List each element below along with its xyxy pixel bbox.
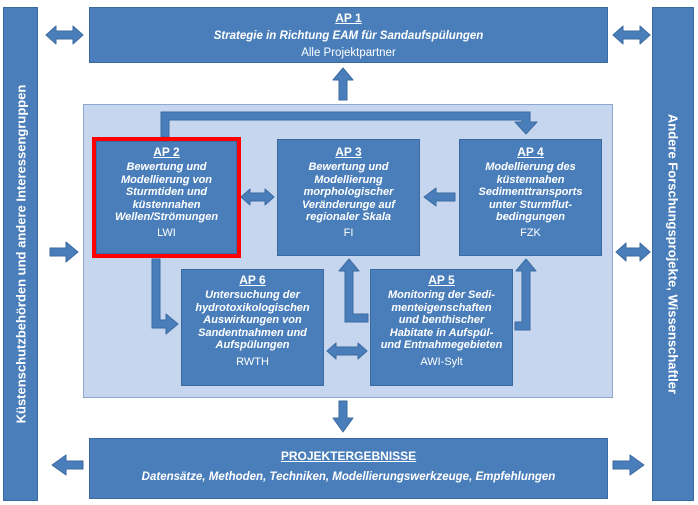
ap6-box[interactable]: AP 6 Untersuchung der hydrotoxikologisch…	[181, 269, 324, 386]
ap6-partner: RWTH	[236, 355, 269, 368]
stakeholders-bar: Küstenschutzbehörden und andere Interess…	[3, 7, 38, 501]
other-research-bar: Andere Forschungsprojekte, Wissenschaftl…	[652, 7, 694, 501]
arrow-ap2-ap3	[240, 188, 275, 206]
arrow-ap5-to-ap3	[338, 258, 369, 323]
ap5-description: Monitoring der Sedi- menteigenschaften u…	[380, 289, 503, 351]
ap1-partner: Alle Projektpartner	[301, 47, 396, 59]
results-description: Datensätze, Methoden, Techniken, Modelli…	[141, 471, 556, 483]
arrow-ap4-to-ap3	[423, 187, 456, 207]
ap4-description: Modellierung des küstennahen Sedimenttra…	[478, 161, 583, 223]
ap5-partner: AWI-Sylt	[420, 355, 463, 368]
arrow-ap2-to-ap4	[160, 111, 538, 138]
ap2-title: AP 2	[153, 145, 180, 159]
results-box[interactable]: PROJEKTERGEBNISSE Datensätze, Methoden, …	[89, 438, 608, 499]
ap2-partner: LWI	[157, 226, 176, 239]
ap5-box[interactable]: AP 5 Monitoring der Sedi- menteigenschaf…	[370, 269, 513, 386]
right-double-arrow-top	[612, 25, 651, 45]
arrow-down-to-results	[332, 400, 354, 433]
arrow-ap6-ap5	[326, 342, 368, 360]
arrow-results-to-left	[51, 454, 84, 476]
arrow-results-to-right	[612, 454, 645, 476]
ap6-title: AP 6	[239, 273, 266, 287]
arrow-ap2-to-ap6	[151, 258, 179, 335]
results-title: PROJEKTERGEBNISSE	[280, 449, 417, 463]
ap3-box[interactable]: AP 3 Bewertung und Modellierung morpholo…	[277, 139, 420, 256]
ap4-box[interactable]: AP 4 Modellierung des küstennahen Sedime…	[459, 139, 602, 256]
ap1-description: Strategie in Richtung EAM für Sandaufspü…	[213, 30, 484, 42]
right-double-arrow-middle	[615, 242, 651, 262]
arrow-up-to-ap1	[332, 67, 354, 101]
ap3-description: Bewertung und Modellierung morphologisch…	[301, 161, 396, 223]
ap2-description: Bewertung und Modellierung von Sturmtide…	[114, 161, 219, 223]
ap2-highlight-frame	[92, 137, 241, 258]
ap1-box[interactable]: AP 1 Strategie in Richtung EAM für Sanda…	[89, 7, 608, 63]
ap1-title: AP 1	[335, 11, 362, 25]
left-double-arrow-top	[45, 25, 84, 45]
ap4-title: AP 4	[517, 145, 544, 159]
ap3-title: AP 3	[335, 145, 362, 159]
ap3-partner: FI	[343, 226, 354, 239]
left-arrow-into-panel	[49, 241, 79, 263]
arrow-ap5-to-ap4	[514, 258, 537, 331]
ap5-title: AP 5	[428, 273, 455, 287]
ap6-description: Untersuchung der hydrotoxikologischen Au…	[195, 289, 310, 351]
ap2-box[interactable]: AP 2 Bewertung und Modellierung von Stur…	[96, 141, 237, 254]
ap4-partner: FZK	[520, 226, 541, 239]
